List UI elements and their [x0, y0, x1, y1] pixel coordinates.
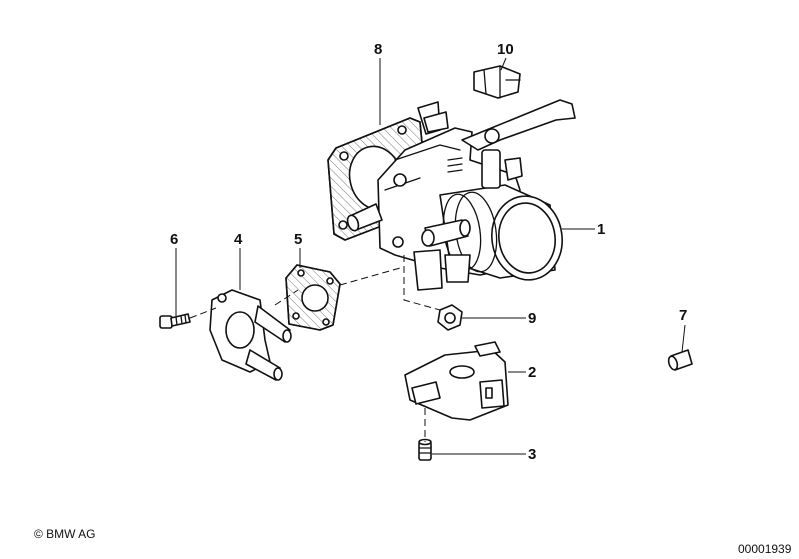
pin-part-7[interactable] — [667, 349, 693, 371]
callout-3: 3 — [528, 446, 536, 463]
screw-part-3[interactable] — [418, 438, 432, 461]
diagram-number: 00001939 — [738, 542, 792, 556]
throttle-sensor-part-2[interactable] — [404, 341, 509, 421]
nut-part-9[interactable] — [437, 304, 463, 331]
callout-2: 2 — [528, 364, 536, 381]
assembly-guide-lines — [189, 255, 441, 442]
flange-gasket-part-5[interactable] — [285, 264, 341, 331]
callout-1: 1 — [597, 221, 605, 238]
callout-9: 9 — [528, 310, 536, 327]
coolant-flange-part-4[interactable] — [209, 289, 292, 381]
callout-5: 5 — [294, 231, 302, 248]
callout-6: 6 — [170, 231, 178, 248]
copyright-text: © BMW AG — [34, 527, 96, 541]
bolt-part-6[interactable] — [159, 313, 191, 329]
callout-4: 4 — [234, 231, 243, 248]
callout-labels: 1 2 3 4 5 6 7 8 9 10 — [170, 41, 687, 463]
callout-7: 7 — [679, 307, 687, 324]
callout-10: 10 — [497, 41, 514, 58]
callout-8: 8 — [374, 41, 382, 58]
clip-part-10[interactable] — [473, 65, 521, 99]
leader-lines — [175, 57, 686, 455]
throttle-body-part-1[interactable] — [346, 99, 576, 291]
